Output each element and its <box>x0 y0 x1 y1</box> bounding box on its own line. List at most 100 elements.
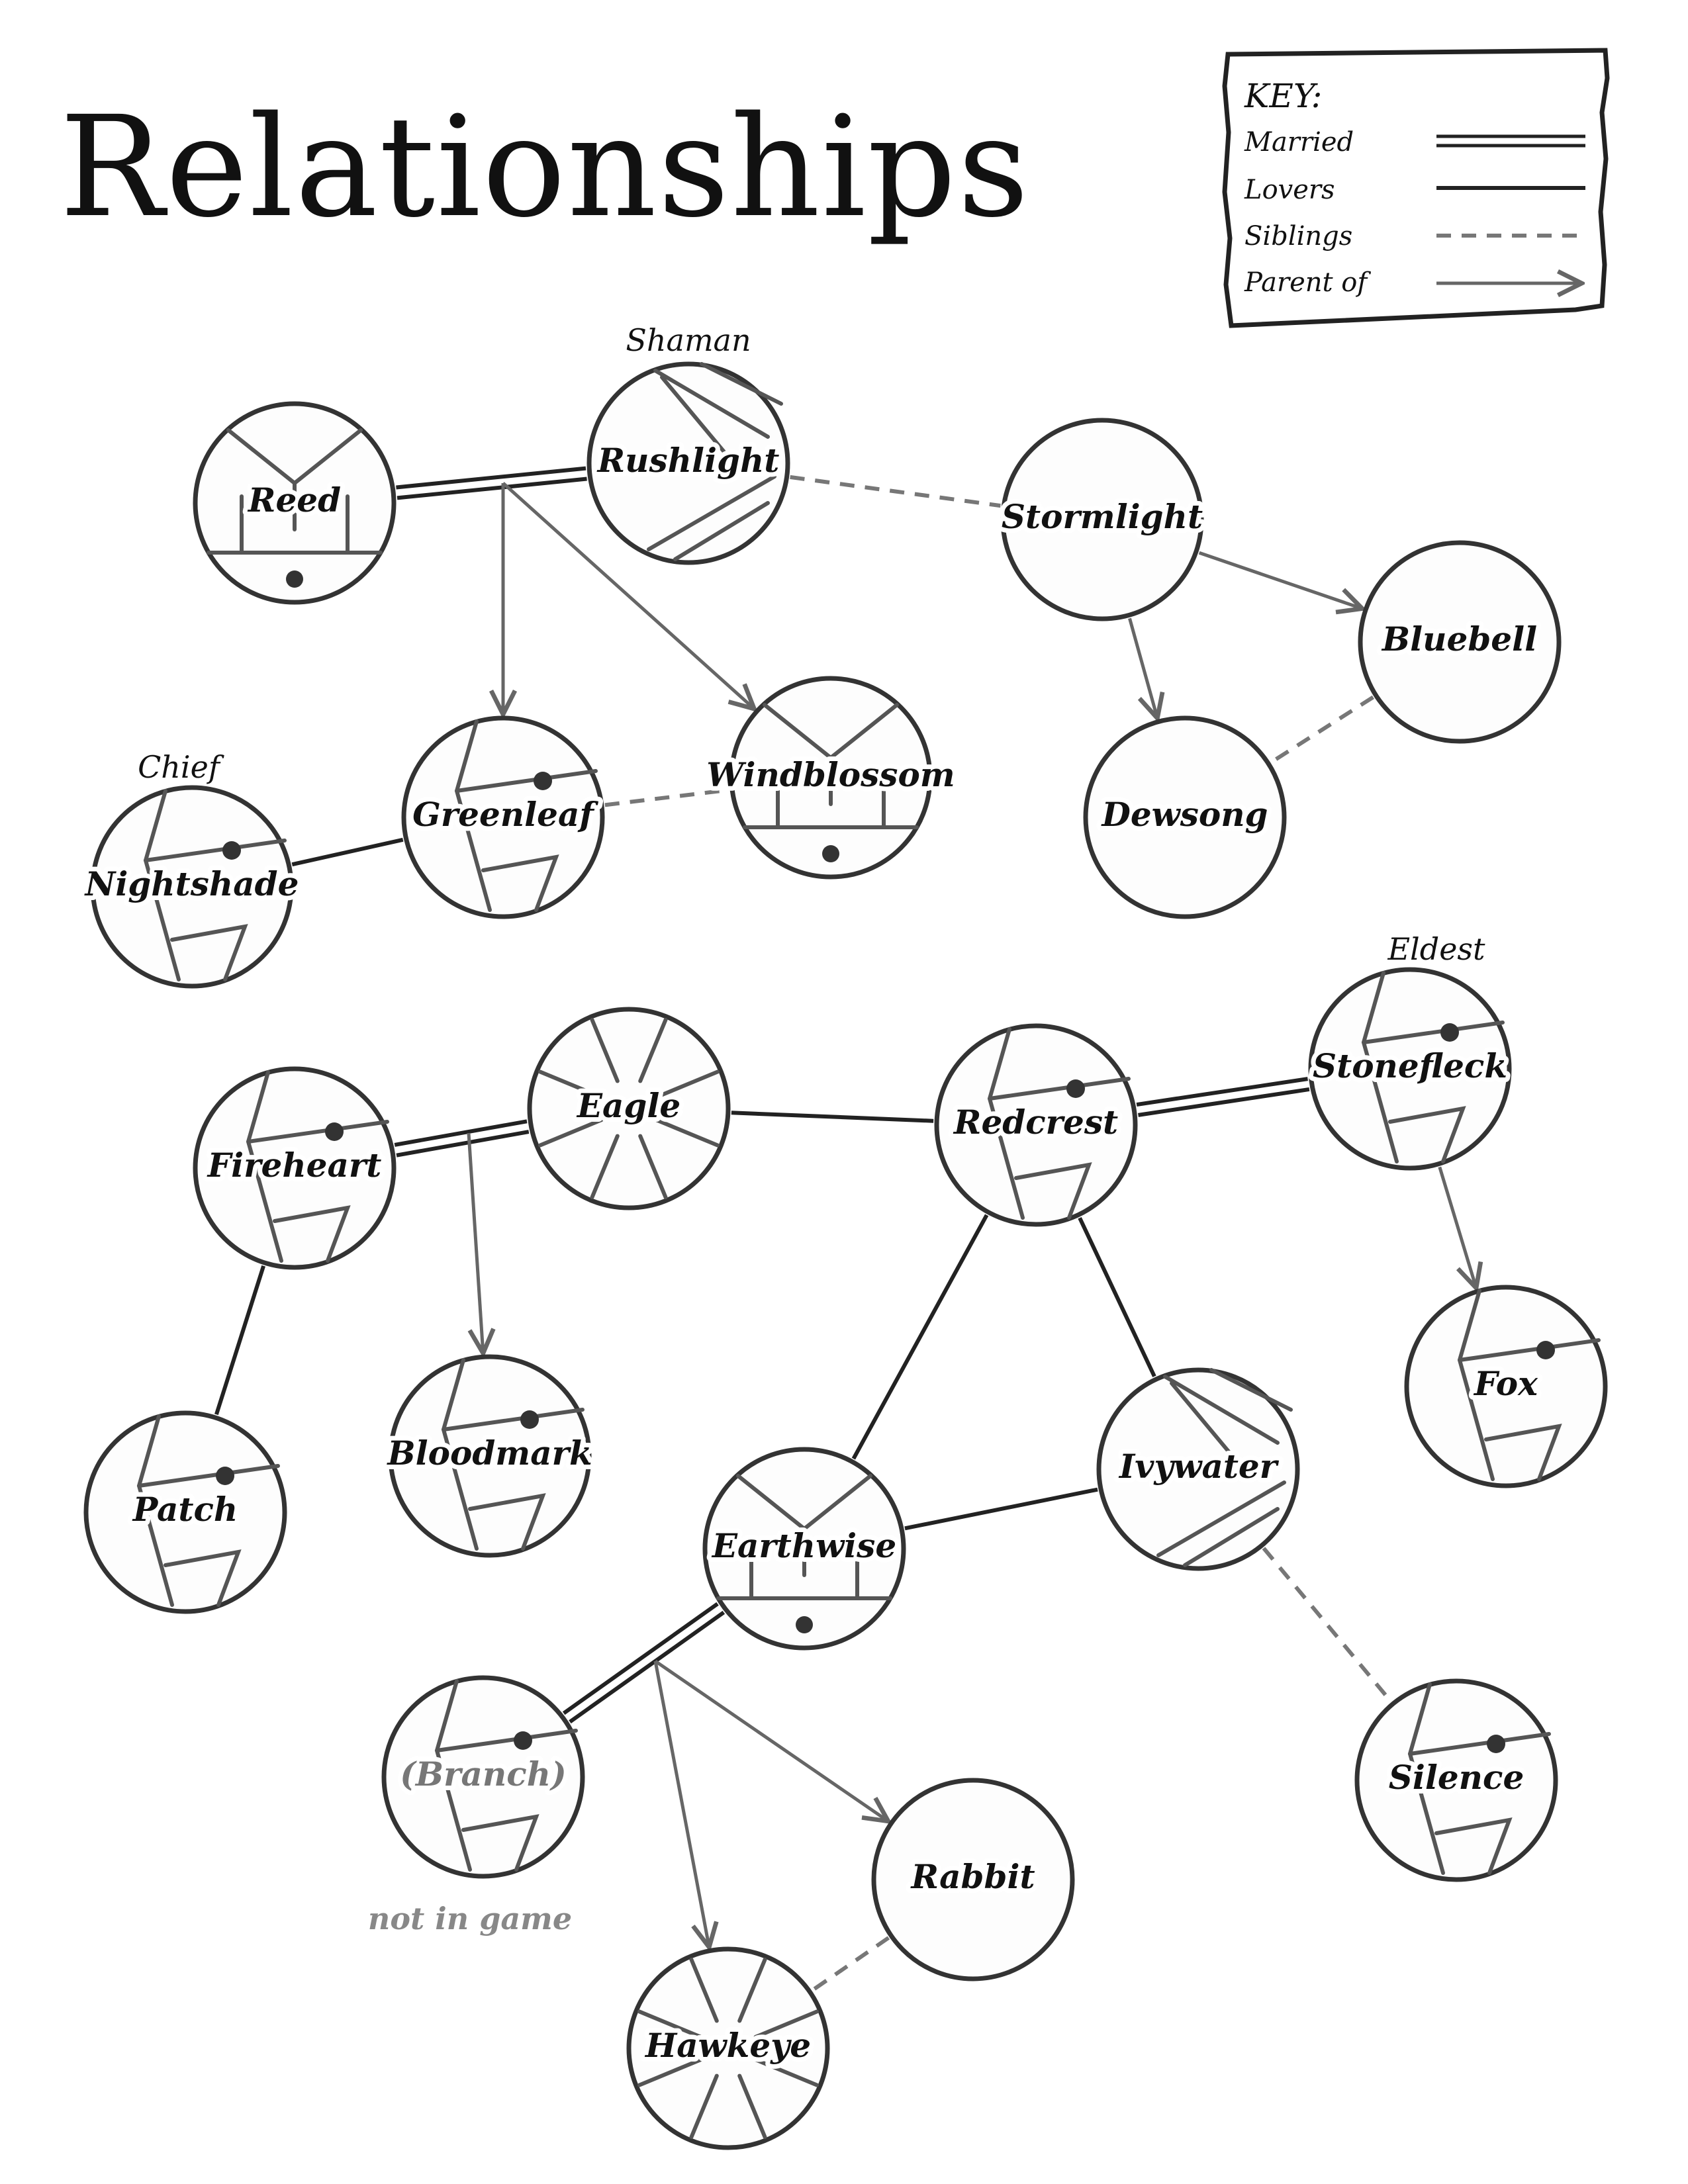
facet-line <box>170 924 248 981</box>
node-branch: (Branch)not in game <box>368 1675 585 1936</box>
node-label-hawkeye: Hawkeye <box>644 2026 811 2065</box>
facet-line <box>1183 1507 1280 1567</box>
facet-line <box>1362 1021 1505 1044</box>
facet-line <box>1163 1375 1280 1445</box>
edge-lovers-nightshade-greenleaf <box>291 837 404 867</box>
facet-line <box>689 1958 719 2023</box>
node-facets <box>1407 1682 1551 1875</box>
edge-parent-fireheart-eagle-bloodmark <box>467 1132 483 1350</box>
node-caption-nightshade: Chief <box>138 749 224 785</box>
facet-line <box>435 1729 578 1752</box>
edge-siblings-rabbit-hawkeye <box>811 1936 890 1992</box>
node-dot <box>520 1410 539 1429</box>
node-dot <box>1487 1735 1505 1753</box>
node-facets <box>246 1070 389 1263</box>
node-facets <box>143 789 287 981</box>
edge-siblings-ivywater-silence <box>1262 1547 1393 1703</box>
node-facets <box>716 1474 892 1633</box>
facet-line <box>1408 1732 1551 1756</box>
node-dot <box>222 841 241 860</box>
facet-line <box>638 1018 668 1083</box>
node-caption-rushlight: Shaman <box>626 322 751 358</box>
node-label-redcrest: Redcrest <box>953 1103 1118 1142</box>
edge-siblings-bluebell-dewsong <box>1270 695 1374 764</box>
node-facets <box>647 362 783 561</box>
node-facets <box>136 1414 280 1607</box>
facet-line <box>1484 1424 1562 1481</box>
node-reed: Reed <box>193 401 397 605</box>
node-facets <box>743 703 919 862</box>
node-greenleaf: Greenleaf <box>401 715 605 919</box>
edge-married-earthwise-branch <box>562 1602 726 1724</box>
node-redcrest: Redcrest <box>934 1023 1138 1227</box>
node-ivywater: Ivywater <box>1096 1367 1300 1571</box>
facet-line <box>753 2058 819 2087</box>
node-earthwise: Earthwise <box>702 1447 906 1651</box>
edge-married-reed-rushlight-a <box>397 477 587 500</box>
node-stormlight: Stormlight <box>997 418 1207 621</box>
node-dot <box>534 772 552 790</box>
facet-line <box>637 2009 703 2039</box>
node-label-windblossom: Windblossom <box>706 755 955 794</box>
edge-married-redcrest-stonefleck <box>1136 1077 1310 1117</box>
nodes-layer: ReedRushlightShamanStormlightBluebellDew… <box>79 322 1608 2150</box>
node-facets <box>538 1018 720 1199</box>
node-dewsong: Dewsong <box>1083 715 1287 919</box>
edge-parent-earthwise-branch-rabbit <box>654 1659 886 1819</box>
key-parent-label: Parent of <box>1244 267 1371 298</box>
node-label-silence: Silence <box>1389 1758 1524 1797</box>
node-dot <box>796 1616 813 1633</box>
facet-line <box>654 1118 720 1148</box>
facet-line <box>144 839 287 862</box>
facet-line <box>538 1069 604 1099</box>
edge-parent-reed-rushlight-windblossom <box>502 482 752 707</box>
node-circle <box>1083 715 1287 919</box>
facet-line <box>737 1958 767 2023</box>
facet-line <box>455 769 598 793</box>
facet-line <box>442 1408 585 1432</box>
node-dot <box>1440 1023 1459 1042</box>
facet-line <box>137 1464 280 1488</box>
node-label-nightshade: Nightshade <box>84 864 299 903</box>
edge-married-fireheart-eagle-a <box>396 1130 530 1158</box>
facet-line <box>737 2073 767 2139</box>
facet-line <box>700 362 783 406</box>
edges-layer <box>214 466 1476 1992</box>
node-facets <box>434 1679 578 1872</box>
facet-line <box>654 1069 720 1099</box>
edge-siblings-greenleaf-windblossom <box>604 788 729 807</box>
node-circle <box>626 1946 830 2150</box>
edge-lovers-earthwise-ivywater <box>904 1487 1098 1531</box>
node-bluebell: Bluebell <box>1358 540 1562 744</box>
edge-parent-stonefleck-fox <box>1438 1166 1476 1285</box>
edge-lovers-redcrest-ivywater <box>1078 1216 1156 1378</box>
node-circle <box>1096 1367 1300 1571</box>
node-silence: Silence <box>1354 1678 1558 1882</box>
facet-line <box>1014 1162 1092 1220</box>
node-bloodmark: Bloodmark <box>381 1354 597 1558</box>
node-dot <box>216 1467 234 1485</box>
node-facets <box>637 1958 819 2139</box>
node-label-fox: Fox <box>1473 1364 1538 1403</box>
node-circle <box>1000 418 1204 621</box>
node-facets <box>454 719 598 912</box>
edge-parent-stormlight-dewsong <box>1128 617 1156 715</box>
node-circle <box>871 1778 1075 1981</box>
key-lovers-label: Lovers <box>1244 175 1335 205</box>
edge-married-redcrest-stonefleck-b <box>1136 1077 1308 1107</box>
node-label-fireheart: Fireheart <box>207 1146 382 1185</box>
node-facets <box>441 1358 585 1551</box>
node-windblossom: Windblossom <box>702 676 960 880</box>
edge-parent-earthwise-branch-hawkeye <box>653 1661 708 1944</box>
node-circle <box>1358 540 1562 744</box>
edge-married-reed-rushlight-b <box>396 466 586 490</box>
node-label-patch: Patch <box>132 1490 238 1529</box>
node-dot <box>1536 1341 1555 1359</box>
facet-line <box>1156 1480 1286 1557</box>
facet-line <box>660 375 730 459</box>
node-hawkeye: Hawkeye <box>626 1946 830 2150</box>
edge-married-earthwise-branch-b <box>569 1610 726 1724</box>
key-legend: KEY: Married Lovers Siblings Parent of <box>1222 48 1610 328</box>
facet-line <box>246 1120 389 1144</box>
edge-lovers-fireheart-patch <box>214 1265 265 1416</box>
